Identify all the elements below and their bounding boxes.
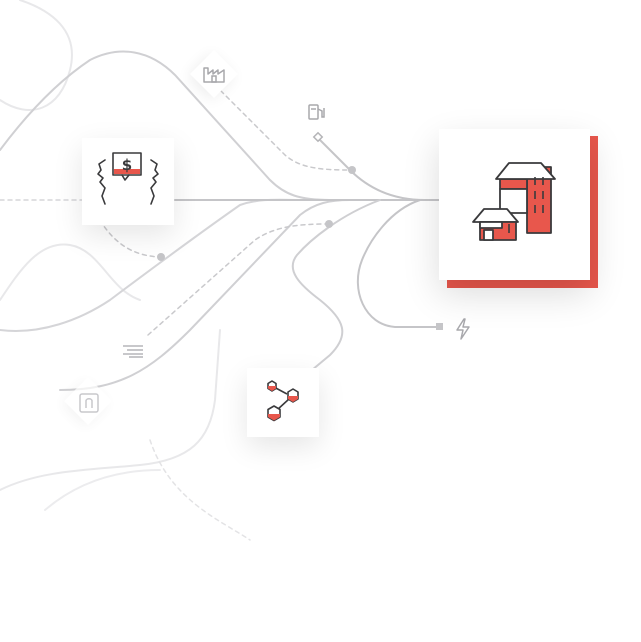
junction-dot	[325, 220, 333, 228]
molecule-node[interactable]	[247, 368, 319, 437]
flow-line	[356, 199, 441, 328]
molecule-icon	[267, 380, 299, 422]
negotiation-dollar-icon: $	[97, 152, 159, 205]
factory-icon	[203, 67, 225, 83]
dash-line	[99, 219, 161, 258]
junction-dot	[157, 253, 165, 261]
flow-line	[59, 199, 351, 391]
faint-curve	[44, 469, 161, 511]
main-node[interactable]	[439, 129, 590, 280]
oil-tank-icon	[79, 393, 99, 413]
dash-line	[147, 223, 329, 336]
negotiation-node[interactable]: $	[82, 138, 174, 225]
dash-line	[214, 84, 351, 171]
faint-curve	[0, 329, 221, 491]
lightning-icon	[456, 318, 470, 340]
flow-line	[291, 199, 381, 381]
faint-dash-curve	[149, 439, 251, 541]
faint-curve	[0, 243, 141, 301]
faint-curve	[0, 0, 73, 111]
terminal-diamond	[312, 131, 324, 143]
terminal-square	[436, 323, 443, 330]
junction-dot	[348, 166, 356, 174]
text-lines-icon	[123, 345, 143, 358]
svg-text:$: $	[122, 156, 132, 174]
fuel-pump-icon	[308, 104, 325, 120]
flow-line	[0, 50, 331, 201]
buildings-icon	[472, 162, 556, 241]
